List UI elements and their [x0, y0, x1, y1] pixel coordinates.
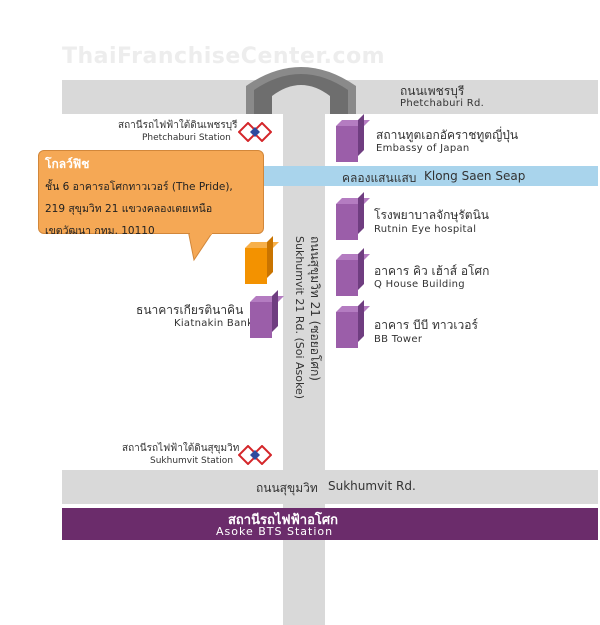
building-icon: [336, 300, 370, 348]
watermark: ThaiFranchiseCenter.com: [62, 44, 386, 69]
bbtower-label-en: BB Tower: [374, 334, 423, 345]
sukhumvit-station-th: สถานีรถไฟฟ้าใต้ดินสุขุมวิท: [122, 443, 240, 454]
sukhumvit-station-en: Sukhumvit Station: [150, 456, 234, 466]
asoke-bts-bar: [62, 508, 598, 540]
building-icon: [336, 248, 370, 296]
soi-asoke-label-th: ถนนสุขุมวิท 21 (ซอยอโศก): [308, 236, 322, 381]
rutnin-label-en: Rutnin Eye hospital: [374, 224, 477, 235]
sukhumvit-road-th: ถนนสุขุมวิท: [256, 481, 318, 495]
address-callout: โกลว์ฟิช ชั้น 6 อาคารอโศกทาวเวอร์ (The P…: [38, 150, 264, 237]
callout-tail: [187, 230, 215, 262]
phetchaburi-road-th: ถนนเพชรบุรี: [400, 84, 465, 98]
metro-logo-icon: [238, 445, 272, 465]
callout-line1: ชั้น 6 อาคารอโศกทาวเวอร์ (The Pride),: [45, 181, 233, 193]
phetchaburi-road-en: Phetchaburi Rd.: [400, 98, 485, 109]
canal-label-th: คลองแสนแสบ: [342, 171, 417, 185]
qhouse-label-th: อาคาร คิว เฮ้าส์ อโศก: [374, 264, 490, 278]
embassy-label-th: สถานทูตเอกอัคราชทูตญี่ปุ่น: [376, 128, 519, 142]
metro-logo-icon: [238, 122, 272, 142]
sukhumvit-road-en: Sukhumvit Rd.: [328, 479, 416, 493]
kiatnakin-label-en: Kiatnakin Bank: [174, 318, 254, 329]
building-icon: [336, 192, 370, 240]
callout-tail-join: [190, 232, 212, 235]
embassy-label-en: Embassy of Japan: [376, 143, 470, 154]
sukhumvit-road: [62, 470, 598, 504]
phetchaburi-station-en: Phetchaburi Station: [142, 133, 231, 143]
callout-line3: เขตวัฒนา กทม. 10110: [45, 225, 155, 237]
callout-title: โกลว์ฟิช: [45, 157, 90, 171]
soi-asoke-label-en: Sukhumvit 21 Rd. (Soi Asoke): [293, 236, 306, 400]
canal-label-en: Klong Saen Seap: [424, 169, 526, 183]
phetchaburi-station-th: สถานีรถไฟฟ้าใต้ดินเพชรบุรี: [118, 120, 238, 131]
qhouse-label-en: Q House Building: [374, 279, 465, 290]
building-icon: [250, 290, 284, 338]
building-icon: [336, 114, 370, 162]
rutnin-label-th: โรงพยาบาลจักษุรัตนิน: [374, 208, 489, 222]
tunnel-icon: [246, 67, 356, 114]
callout-line2: 219 สุขุมวิท 21 แขวงคลองเตยเหนือ: [45, 203, 213, 215]
asoke-bts-th: สถานีรถไฟฟ้าอโศก: [228, 513, 339, 528]
kiatnakin-label-th: ธนาคารเกียรตินาคิน: [136, 303, 244, 317]
bbtower-label-th: อาคาร บีบี ทาวเวอร์: [374, 318, 478, 332]
canal: [232, 166, 598, 186]
asoke-bts-en: Asoke BTS Station: [216, 525, 334, 538]
target-building-icon: [245, 236, 279, 284]
